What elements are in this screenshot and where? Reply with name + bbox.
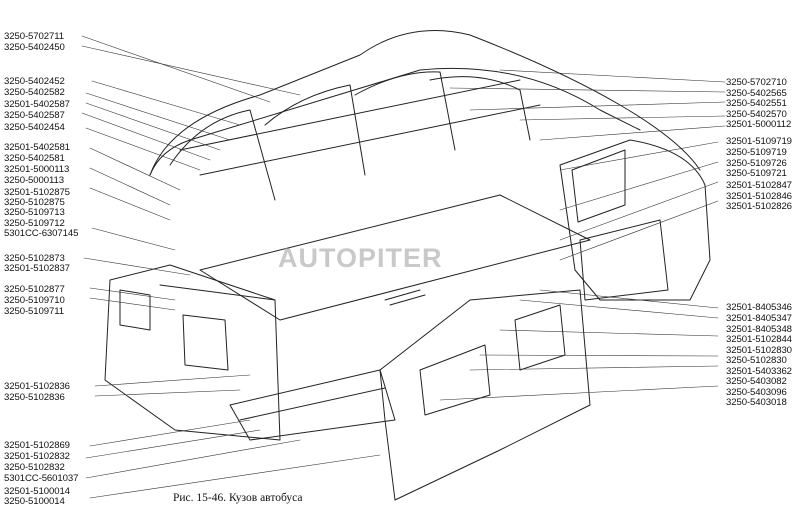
left-part-label: 3250-5109710 [4,295,65,306]
rear-wall [104,264,281,441]
left-part-label: 3250-5402581 [4,153,65,164]
left-part-label: 32501-5402581 [4,142,70,153]
right-part-label: 3250-5403096 [726,387,787,398]
roof-rail-2 [199,104,541,176]
floor-grille [384,289,421,301]
left-part-label: 32501-5100014 [4,486,70,497]
left-part-label: 3250-5402587 [4,110,65,121]
roof-arch-2 [264,84,366,176]
side-window [419,344,491,416]
left-part-label: 5301CC-6307145 [4,228,79,239]
left-part-label: 3250-5402454 [4,122,65,133]
left-part-label: 32501-5102836 [4,381,70,392]
cab-door [579,219,669,301]
left-part-label: 3250-5000113 [4,175,64,186]
right-part-label: 32501-5000112 [726,119,792,130]
right-part-label: 32501-5102830 [726,345,792,356]
left-part-label: 3250-5109711 [4,306,64,317]
right-part-label: 3250-5702710 [726,77,787,88]
left-part-label: 3250-5402452 [4,76,65,87]
left-part-label: 32501-5402587 [4,99,70,110]
right-part-label: 32501-5102847 [726,180,792,191]
roof-rail [179,79,521,151]
left-part-label: 3250-5102873 [4,253,65,264]
left-part-label: 3250-5102877 [4,284,65,295]
right-part-label: 3250-5402565 [726,88,787,99]
left-part-label: 5301CC-5601037 [4,473,79,484]
left-part-label: 3250-5702711 [4,31,64,42]
right-part-label: 3250-5109726 [726,158,787,169]
left-leaders [81,35,381,499]
rear-frame [159,284,276,301]
side-window-2 [514,304,566,371]
right-part-label: 32501-5102826 [726,201,792,212]
right-part-label: 3250-5402570 [726,109,787,120]
right-part-label: 32501-5403362 [726,366,792,377]
lower-floor [229,369,396,441]
floor-outline [199,194,591,321]
left-part-label: 3250-5102875 [4,197,65,208]
roof-edge [149,67,641,176]
right-part-label: 3250-5109719 [726,147,787,158]
left-part-label: 3250-5402450 [4,42,65,53]
right-part-label: 32501-5102846 [726,191,792,202]
left-part-label: 3250-5102836 [4,392,65,403]
left-part-label: 3250-5109713 [4,207,65,218]
left-part-label: 32501-5000113 [4,164,70,175]
cab-outline [559,139,711,301]
rear-door [182,314,229,371]
right-part-label: 3250-5403018 [726,397,787,408]
left-part-label: 32501-5102869 [4,440,70,451]
right-part-label: 32501-8405347 [726,313,792,324]
floor-grille-2 [389,294,426,306]
figure-caption: Рис. 15-46. Кузов автобуса [173,492,303,504]
left-part-label: 3250-5109712 [4,218,65,229]
right-part-label: 32501-8405348 [726,324,792,335]
right-part-label: 3250-5403082 [726,376,787,387]
right-part-label: 32501-5109719 [726,136,792,147]
roof-arch-3 [354,71,456,151]
roof-arch-4 [429,76,531,141]
right-part-label: 3250-5402551 [726,98,787,109]
side-panel [379,289,591,501]
left-part-label: 3250-5100014 [4,496,65,507]
left-part-label: 32501-5102837 [4,263,70,274]
lower-floor-seam [239,387,386,421]
left-part-label: 3250-5402582 [4,87,65,98]
left-part-label: 32501-5102875 [4,187,70,198]
cab-window [571,149,626,223]
right-part-label: 3250-5109721 [726,168,787,179]
roof-outline [149,30,701,176]
right-leaders [439,69,726,401]
rear-window [119,289,151,331]
watermark: AUTOPITER [278,243,443,273]
right-part-label: 32501-8405346 [726,302,792,313]
left-part-label: 32501-5102832 [4,451,70,462]
right-part-label: 3250-5102830 [726,355,787,366]
roof-arch-1 [169,109,276,201]
right-part-label: 32501-5102844 [726,334,792,345]
left-part-label: 3250-5102832 [4,462,65,473]
